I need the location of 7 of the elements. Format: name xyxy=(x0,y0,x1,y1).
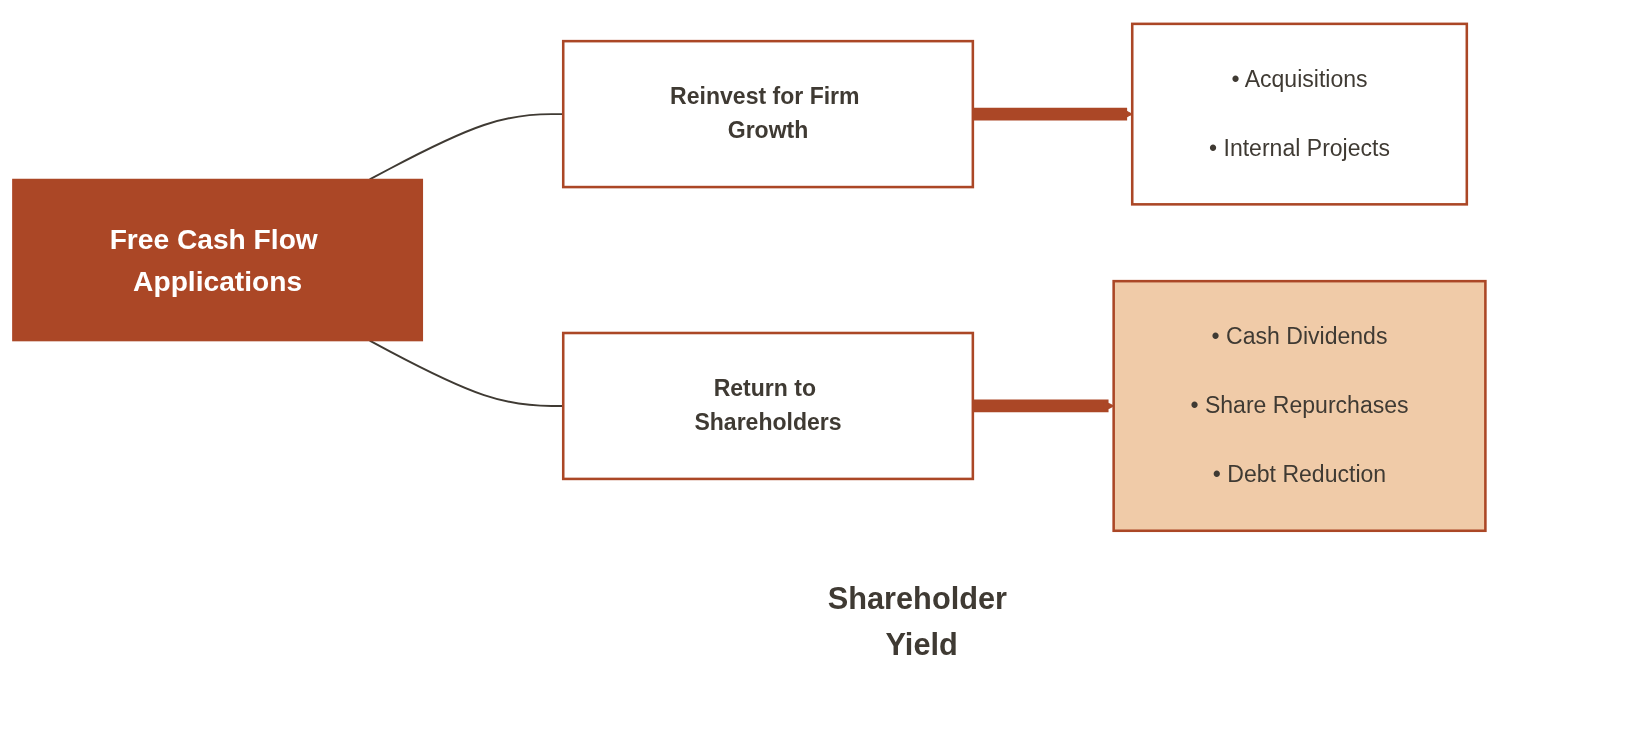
node-box: • Acquisitions • Internal Projects xyxy=(1130,22,1469,206)
node-box: • Cash Dividends • Share Repurchases • Debt Reduction xyxy=(1112,279,1487,533)
node-box: Reinvest for Firm Growth xyxy=(561,39,975,189)
node-box: Return to Shareholders xyxy=(561,331,975,481)
node-label: Shareholder Yield xyxy=(827,580,1008,662)
node-box: Free Cash Flow Applications xyxy=(12,178,424,342)
arrow xyxy=(972,107,1133,121)
